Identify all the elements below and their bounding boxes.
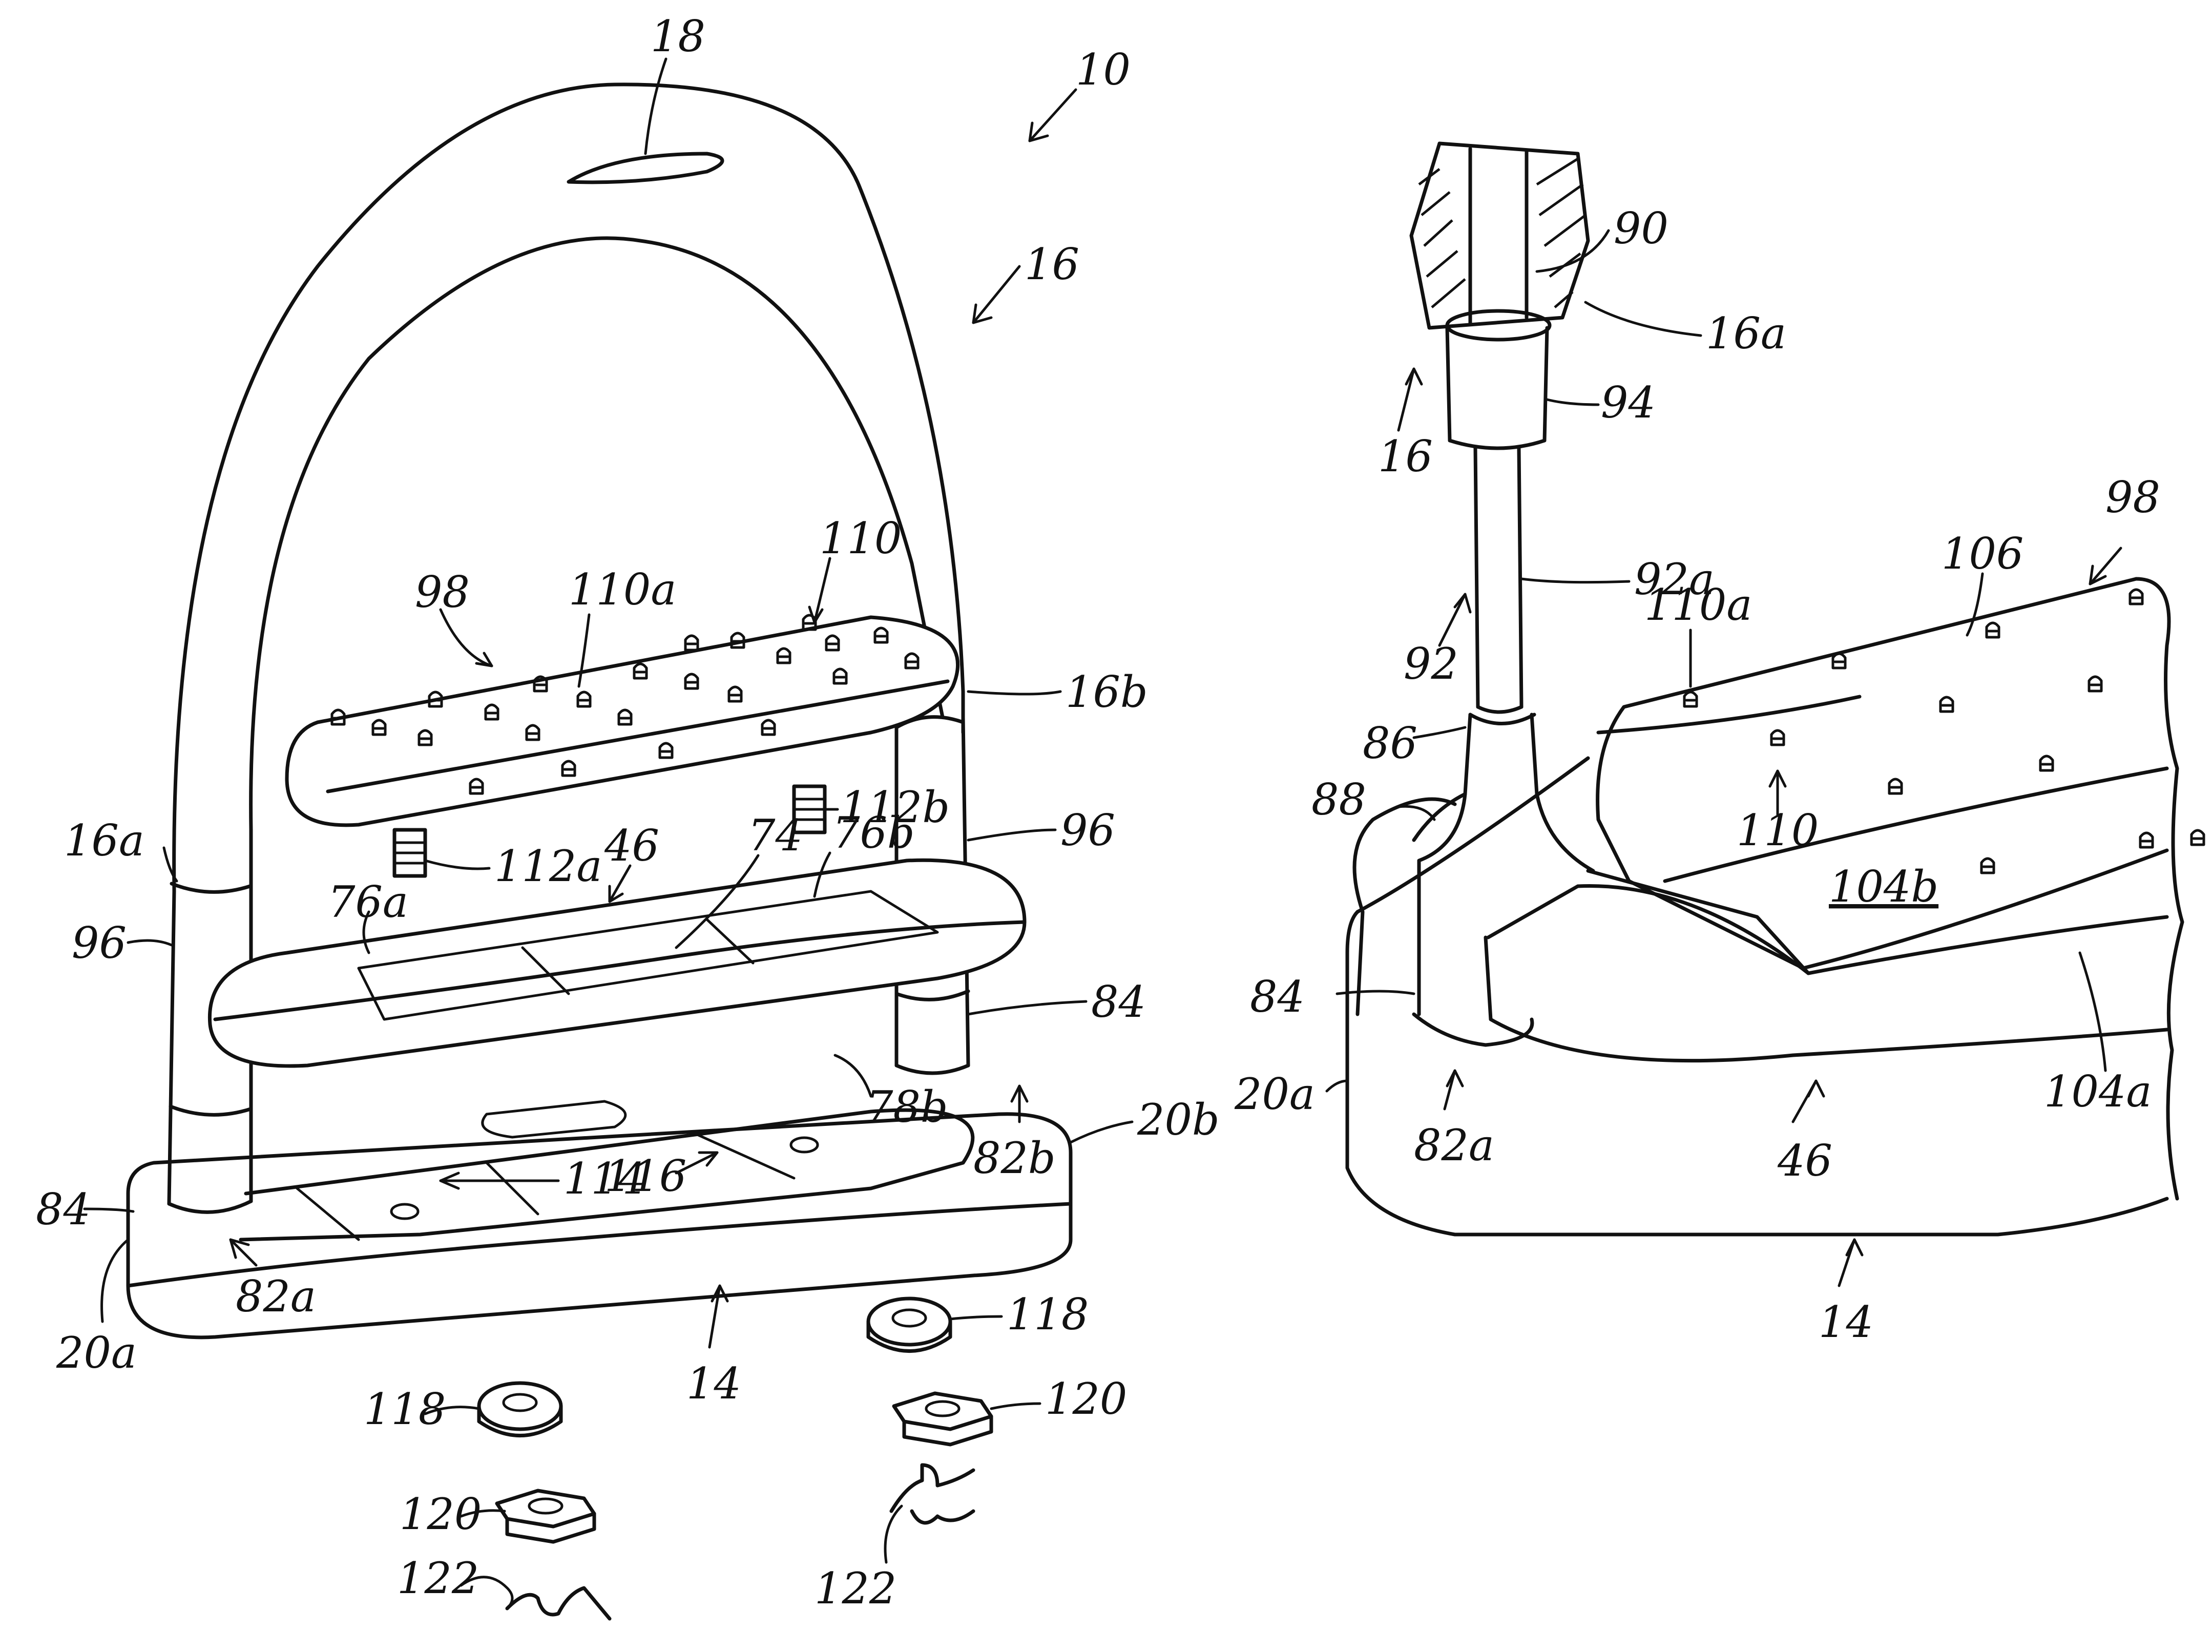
- ref-label-16: 16: [1025, 239, 1079, 289]
- ref-label-84-right: 84: [1091, 977, 1146, 1027]
- ref-label-120-right: 120: [1045, 1374, 1127, 1424]
- ref-label-78b: 78b: [866, 1082, 948, 1132]
- ref-label-10: 10: [1076, 45, 1131, 95]
- ref-label-84-left: 84: [36, 1184, 91, 1235]
- ref-label-106: 106: [1942, 529, 2023, 579]
- ref-label-96-left: 96: [72, 918, 127, 968]
- ref-label-16-detail: 16: [1378, 431, 1433, 482]
- ref-label-92: 92: [1404, 639, 1458, 689]
- ref-label-18: 18: [651, 11, 705, 61]
- ref-label-14: 14: [686, 1358, 741, 1409]
- right-view-labels: 90 16a 94 16 92a 92 98 106 110a 86 88 11…: [1234, 203, 2160, 1347]
- clip-right: [891, 1465, 973, 1523]
- ref-label-82a: 82a: [236, 1271, 316, 1322]
- ref-label-90: 90: [1614, 203, 1668, 254]
- ref-label-98-detail: 98: [2105, 472, 2160, 522]
- ref-label-116: 116: [604, 1151, 686, 1201]
- ref-label-110: 110: [820, 513, 902, 563]
- hardware-labels: 118 120 122 118 120 122: [364, 1289, 1127, 1614]
- nut-left: [497, 1491, 594, 1542]
- ref-label-122-right: 122: [815, 1563, 896, 1614]
- ref-label-16b: 16b: [1066, 667, 1148, 717]
- ref-label-94: 94: [1601, 378, 1656, 428]
- washer-left: [479, 1383, 561, 1436]
- stirrup-assembly-view: [128, 85, 1071, 1337]
- leg-cross-section: [1411, 143, 1588, 328]
- ref-label-14-detail: 14: [1819, 1297, 1873, 1347]
- ref-label-86: 86: [1363, 718, 1417, 768]
- ref-label-122-left: 122: [397, 1553, 479, 1603]
- ref-label-104a: 104a: [2044, 1067, 2152, 1117]
- ref-label-82a-detail: 82a: [1414, 1120, 1494, 1170]
- ref-label-76b: 76b: [832, 808, 915, 858]
- ref-label-46-detail: 46: [1777, 1136, 1832, 1186]
- ref-label-76a: 76a: [328, 877, 408, 927]
- ref-label-20a: 20a: [56, 1328, 137, 1378]
- ref-label-74: 74: [748, 810, 803, 861]
- washer-right: [868, 1299, 950, 1351]
- handle-slot: [569, 154, 722, 182]
- bushing: [1447, 328, 1547, 448]
- ref-label-120-left: 120: [400, 1489, 482, 1539]
- ref-label-110-detail: 110: [1737, 805, 1819, 855]
- fastener-hardware: [479, 1299, 991, 1619]
- clip-left: [507, 1588, 610, 1619]
- ref-label-20b: 20b: [1137, 1095, 1220, 1145]
- ref-label-88: 88: [1311, 775, 1366, 825]
- ref-label-104b: 104b: [1829, 862, 1938, 912]
- collar: [1419, 715, 1593, 1014]
- ref-label-16a-detail: 16a: [1706, 308, 1786, 359]
- ref-label-84-detail: 84: [1250, 972, 1305, 1022]
- nut-right: [894, 1393, 991, 1445]
- ref-label-118-left: 118: [364, 1384, 446, 1434]
- shaft: [1475, 448, 1521, 707]
- ref-label-98: 98: [415, 567, 470, 617]
- ref-label-82b: 82b: [973, 1133, 1056, 1183]
- ref-label-112a: 112a: [494, 841, 602, 891]
- ref-label-16a: 16a: [64, 815, 144, 866]
- spring-post-left: [394, 830, 425, 876]
- ref-label-110a-detail: 110a: [1644, 580, 1752, 630]
- ref-label-46: 46: [604, 821, 659, 871]
- ref-label-110a: 110a: [569, 564, 676, 615]
- ref-label-118-right: 118: [1007, 1289, 1089, 1340]
- ref-label-20a-detail: 20a: [1234, 1069, 1315, 1119]
- ref-label-96-right: 96: [1060, 805, 1115, 855]
